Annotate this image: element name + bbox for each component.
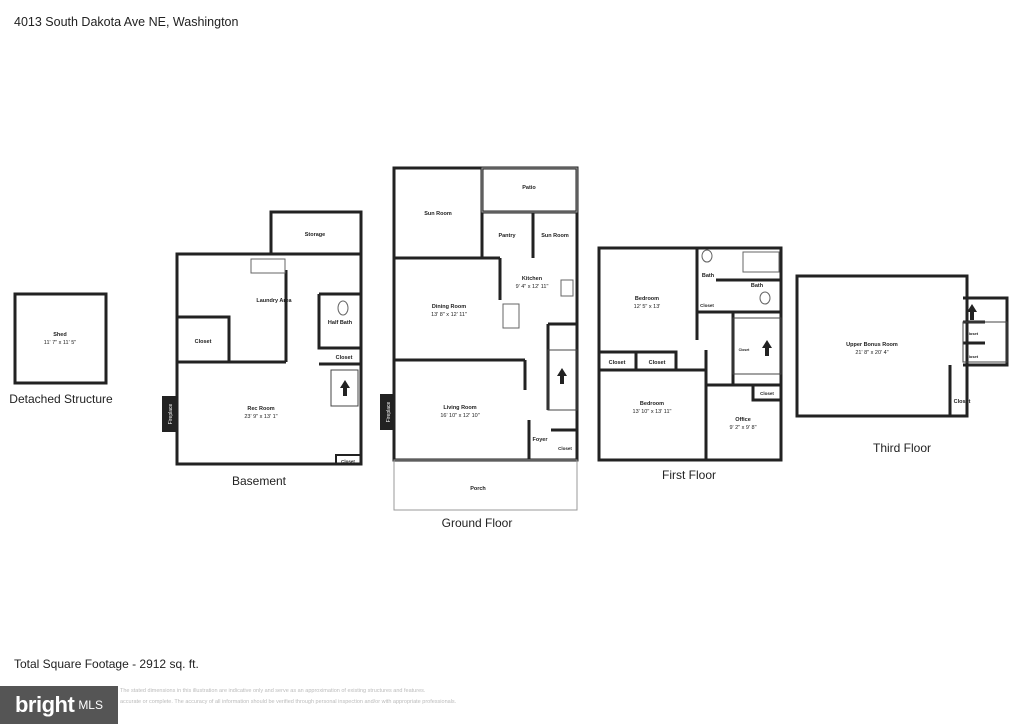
sun-room-2-name: Sun Room bbox=[541, 233, 569, 239]
bath-1-name: Bath bbox=[702, 273, 715, 279]
basement-fireplace-label: Fireplace bbox=[168, 404, 174, 425]
shed-name: Shed bbox=[53, 332, 66, 338]
ground-stair-arrow bbox=[557, 368, 567, 384]
basement-closet-2: Closet bbox=[336, 355, 353, 361]
storage-name: Storage bbox=[305, 232, 325, 238]
basement-stair-arrow bbox=[340, 380, 350, 396]
first-stair-arrow bbox=[762, 340, 772, 356]
storage-walls bbox=[269, 210, 363, 254]
shed-dims: 11' 7" x 11' 5" bbox=[44, 340, 76, 346]
basement-outer-walls bbox=[175, 252, 363, 466]
basement-label: Basement bbox=[231, 474, 287, 488]
basement-closet-3: Closet bbox=[341, 459, 355, 464]
rec-room-name: Rec Room bbox=[247, 406, 274, 412]
patio-name: Patio bbox=[522, 185, 536, 191]
shed-walls bbox=[13, 292, 108, 385]
bedroom-2-name: Bedroom bbox=[640, 401, 664, 407]
listing-address-title: 4013 South Dakota Ave NE, Washington bbox=[14, 15, 239, 29]
third-closet-3: Closet bbox=[954, 399, 971, 405]
bath2-tub bbox=[742, 251, 780, 273]
bedroom-2-dims: 13' 10" x 13' 11" bbox=[633, 409, 672, 415]
first-closet-2: Closet bbox=[609, 360, 626, 366]
office-name: Office bbox=[735, 417, 751, 423]
living-name: Living Room bbox=[443, 405, 476, 411]
dining-dims: 13' 8" x 12' 11" bbox=[431, 312, 467, 318]
third-floor-label: Third Floor bbox=[872, 441, 932, 455]
basement-inner-walls bbox=[177, 270, 361, 366]
dining-name: Dining Room bbox=[432, 304, 466, 310]
ground-floor-label: Ground Floor bbox=[441, 516, 513, 530]
first-closet-5: Closet bbox=[760, 391, 774, 396]
ground-fireplace bbox=[380, 394, 395, 430]
ground-stairs bbox=[547, 349, 578, 411]
bonus-room-name: Upper Bonus Room bbox=[846, 342, 898, 348]
porch-name: Porch bbox=[470, 486, 486, 492]
bright-mls-logo: bright MLS bbox=[0, 686, 118, 724]
half-bath-toilet bbox=[337, 300, 349, 316]
laundry-sink bbox=[250, 258, 286, 274]
third-stairs bbox=[962, 321, 1008, 363]
third-outer-walls bbox=[795, 274, 969, 418]
patio-outline bbox=[481, 167, 578, 213]
basement-fireplace bbox=[162, 396, 177, 432]
ground-fireplace-label: Fireplace bbox=[386, 402, 392, 423]
basement-closet-1: Closet bbox=[195, 339, 212, 345]
kitchen-sink bbox=[560, 279, 574, 297]
laundry-name: Laundry Area bbox=[256, 298, 292, 304]
foyer-name: Foyer bbox=[533, 437, 549, 443]
first-stairs bbox=[732, 317, 782, 375]
disclaimer: The stated dimensions in this illustrati… bbox=[120, 686, 540, 708]
disclaimer-line-1: The stated dimensions in this illustrati… bbox=[120, 688, 426, 694]
porch-outline bbox=[393, 459, 578, 511]
third-closet-1: Closet bbox=[966, 331, 979, 336]
kitchen-name: Kitchen bbox=[522, 276, 543, 282]
bath1-toilet bbox=[701, 249, 713, 263]
first-closet-3: Closet bbox=[649, 360, 666, 366]
disclaimer-line-2: accurate or complete. The accuracy of al… bbox=[120, 699, 457, 705]
logo-suffix: MLS bbox=[78, 698, 103, 712]
office-dims: 9' 2" x 9' 8" bbox=[729, 425, 756, 431]
rec-room-dims: 23' 9" x 13' 1" bbox=[244, 414, 277, 420]
first-closet-4: Closet bbox=[739, 348, 751, 352]
sun-room-1-name: Sun Room bbox=[424, 211, 452, 217]
third-closet-2: Closet bbox=[966, 354, 979, 359]
bonus-room-dims: 21' 8" x 20' 4" bbox=[855, 350, 888, 356]
rec-closet-walls bbox=[335, 454, 362, 465]
bath2-toilet bbox=[759, 291, 771, 305]
bath-2-name: Bath bbox=[751, 283, 764, 289]
basement-stairs bbox=[330, 369, 359, 407]
living-dims: 16' 10" x 12' 10" bbox=[440, 413, 479, 419]
detached-structure-label: Detached Structure bbox=[9, 392, 113, 406]
first-closet-1: Closet bbox=[700, 303, 714, 308]
kitchen-dims: 9' 4" x 12' 11" bbox=[516, 284, 549, 290]
half-bath-name: Half Bath bbox=[328, 320, 353, 326]
ground-closet: Closet bbox=[558, 446, 572, 451]
bedroom-1-name: Bedroom bbox=[635, 296, 659, 302]
third-stair-arrow bbox=[967, 304, 977, 320]
first-floor-label: First Floor bbox=[662, 468, 716, 482]
kitchen-range bbox=[502, 303, 520, 329]
pantry-name: Pantry bbox=[498, 233, 516, 239]
bedroom-1-dims: 12' 5" x 13' bbox=[634, 304, 661, 310]
logo-brand: bright bbox=[14, 692, 75, 717]
total-square-footage: Total Square Footage - 2912 sq. ft. bbox=[14, 657, 199, 671]
